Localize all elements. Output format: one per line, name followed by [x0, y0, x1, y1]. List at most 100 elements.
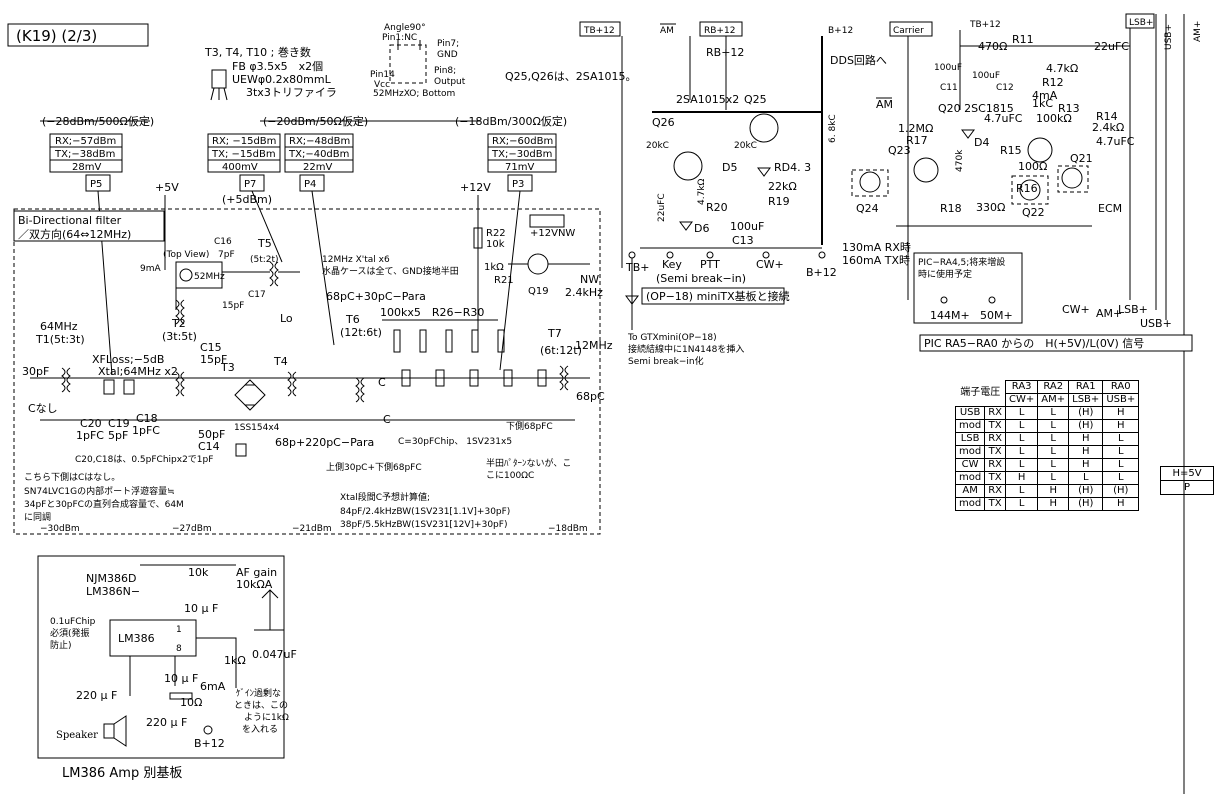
c19-value: 5pF — [108, 429, 128, 442]
q24-label: Q24 — [856, 202, 879, 215]
row-mode: mod — [954, 497, 986, 511]
rail-labels: TB+12 AM RB+12 B+12 Carrier TB+12 LSB+ U… — [579, 13, 1203, 50]
transformer-note-3: UEWφ0.2x80mmL — [232, 73, 332, 86]
r21-label: R21 — [494, 275, 514, 286]
c-chip-note: C=30pFChip、 1SV231x5 — [398, 437, 512, 447]
q26-20kc: 20kC — [646, 141, 669, 151]
amp-c10u-2: 10 μ F — [164, 672, 198, 685]
chip-note-3: 防止) — [50, 639, 72, 651]
q20-symbol — [1027, 137, 1053, 163]
supply-5v: +5V — [155, 181, 179, 194]
r22-label: R22 — [486, 228, 506, 239]
resistor-array: 100kx5 R26−R30 — [380, 306, 484, 319]
xo-vcc: Vcc — [374, 80, 390, 90]
nw-label: NW — [580, 273, 599, 286]
row-mode: LSB — [954, 432, 986, 446]
key-tb: TB+ — [625, 261, 649, 274]
q23-symbol — [913, 157, 939, 183]
xtal-calc-1: Xtal段間C予想計算値; — [340, 491, 430, 503]
row-state: TX — [984, 471, 1007, 485]
subcol-am: AM+ — [1037, 393, 1070, 407]
c13-label: C13 — [732, 234, 754, 247]
d5-label: D5 — [722, 161, 737, 174]
r16-value: 330Ω — [976, 201, 1005, 214]
amp-c220-2: 220 μ F — [146, 716, 187, 729]
xo-caption: 52MHzXO; Bottom — [373, 89, 455, 99]
r-4-7k: 4.7kΩ — [697, 178, 707, 205]
rail-am: AM — [660, 26, 674, 36]
c18-label: C18 — [136, 412, 158, 425]
q23-label: Q23 — [888, 144, 911, 157]
cell: L — [1037, 458, 1070, 472]
bottom-note-5: C20,C18は、0.5pFChipx2で1pF — [75, 454, 213, 465]
col-ra3: RA3 — [1005, 380, 1039, 394]
c-30pf: 30pF — [22, 365, 49, 378]
rd43-label: RD4. 3 — [774, 161, 811, 174]
lm386n-label: LM386N− — [86, 585, 140, 598]
page-title: (K19) (2/3) — [16, 27, 97, 45]
cell: L — [1037, 445, 1070, 459]
probe-p3-pin: P3 — [512, 179, 524, 190]
d6-label: D6 — [694, 222, 709, 235]
r12-label: R12 — [1042, 76, 1064, 89]
col-ra1: RA1 — [1068, 380, 1104, 394]
gtx-1: To GTXmini(OP−18) — [627, 333, 717, 343]
cell: L — [1102, 458, 1140, 472]
pic-future-2: 時に使用予定 — [918, 268, 972, 280]
rb12-label: RB+12 — [706, 46, 744, 59]
c17-value: 15pF — [222, 301, 244, 311]
level-note-3: (−18dBm/300Ω仮定) — [455, 114, 567, 128]
cur-4ma: 4mA — [1032, 89, 1058, 102]
lo-label: Lo — [280, 312, 293, 325]
cell: L — [1005, 419, 1039, 433]
amp-c10u-1: 10 μ F — [184, 602, 218, 615]
table-corner: 端子電圧 — [960, 387, 1001, 399]
rail-carrier: Carrier — [893, 26, 924, 36]
cw-terminal — [762, 251, 770, 259]
r13-value: 100kΩ — [1036, 112, 1072, 125]
t2-label: T2 — [171, 317, 186, 330]
chip-note-1: 0.1uFChip — [50, 617, 96, 627]
cell: L — [1102, 445, 1140, 459]
r19-label: R19 — [768, 195, 790, 208]
c17-label: C17 — [248, 290, 266, 300]
r-1kc: 1kC — [1032, 97, 1053, 110]
xo-pin1: Pin1:NC — [382, 33, 417, 43]
probe-p7-rx: RX; −15dBm — [212, 136, 276, 147]
c13-value: 100uF — [730, 220, 764, 233]
key-terminal — [666, 251, 674, 259]
small-c-2: C — [383, 413, 391, 426]
bottom-rail-lsb: LSB+ — [1118, 303, 1148, 316]
q25-label: Q25 — [744, 93, 767, 106]
ptt-terminal — [706, 251, 714, 259]
xtal-note-1: 12MHz X'tal x6 — [322, 255, 390, 265]
r17-value: 1.2MΩ — [898, 122, 933, 135]
op18-label: (OP−18) miniTX基板と接続 — [646, 289, 790, 303]
amp-r10k: 10k — [188, 566, 209, 579]
t5-label: T5 — [257, 237, 272, 250]
xtal-calc-3: 38pF/5.5kHzBW(1SV231[12V]+30pF) — [340, 520, 507, 530]
r14-label: R14 — [1096, 110, 1118, 123]
bottom-rail-usb: USB+ — [1140, 317, 1172, 330]
gain-note-1: ｹﾞｲﾝ過剰な — [236, 687, 281, 699]
gtx-3: Semi break−in化 — [628, 355, 704, 367]
c47u-2: 4.7uFC — [1096, 135, 1135, 148]
amp-c047: 0.047uF — [252, 648, 297, 661]
lower-side-note: 下側68pFC — [506, 420, 553, 432]
cell: L — [1037, 406, 1070, 420]
gtx-2: 接続結線中に1N4148を挿入 — [628, 343, 744, 355]
r-470k: 470k — [955, 149, 965, 172]
r17-label: R17 — [906, 134, 928, 147]
bi-directional-filter-outline — [13, 208, 601, 535]
c22u-label: 22uFC — [1094, 40, 1129, 53]
pin-8: 8 — [176, 644, 182, 654]
c11-value: 100uF — [934, 63, 962, 73]
rail-lsb: LSB+ — [1129, 18, 1153, 28]
upper-side-note: 上側30pC+下側68pFC — [326, 461, 422, 473]
q20-label: Q20 2SC1815 — [938, 102, 1014, 115]
r15-label: R15 — [1000, 144, 1022, 157]
cell: H — [1102, 419, 1140, 433]
cell: L — [1102, 432, 1140, 446]
